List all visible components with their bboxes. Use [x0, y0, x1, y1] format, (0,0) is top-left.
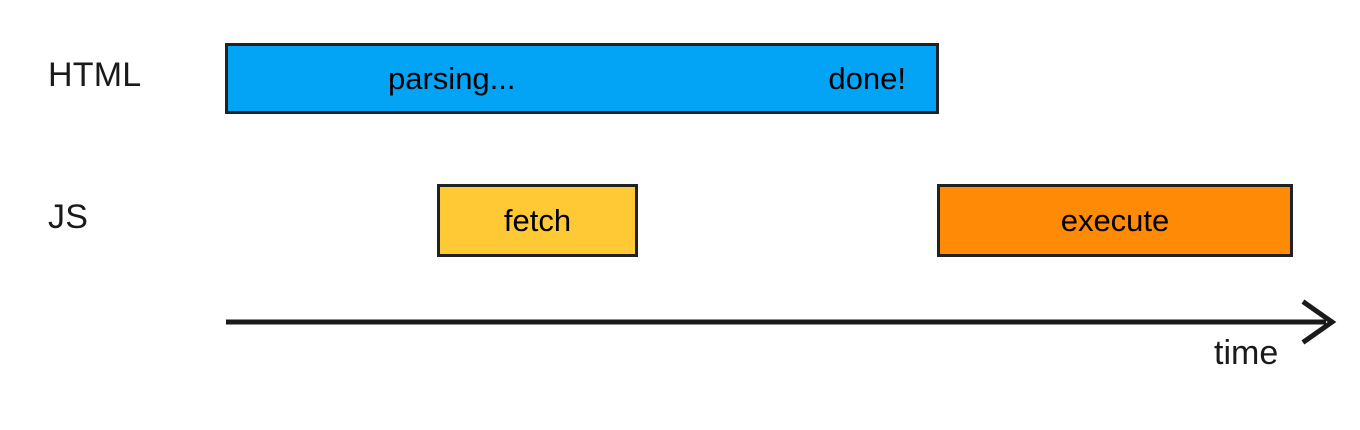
time-axis-label: time	[1214, 334, 1279, 372]
arrowhead-icon	[1301, 299, 1337, 345]
timeline-bar-execute: execute	[937, 184, 1293, 257]
timeline-bar-fetch: fetch	[437, 184, 638, 257]
time-axis-arrow	[226, 299, 1337, 345]
bar-label-execute: execute	[1060, 203, 1170, 238]
row-label-js: JS	[48, 198, 89, 236]
row-label-html: HTML	[48, 56, 142, 94]
timeline-bar-parsing: parsing... done!	[225, 43, 939, 114]
bar-label-parsing: parsing...	[388, 61, 516, 96]
bar-label-fetch: fetch	[503, 203, 572, 238]
bar-label-done: done!	[828, 61, 906, 96]
